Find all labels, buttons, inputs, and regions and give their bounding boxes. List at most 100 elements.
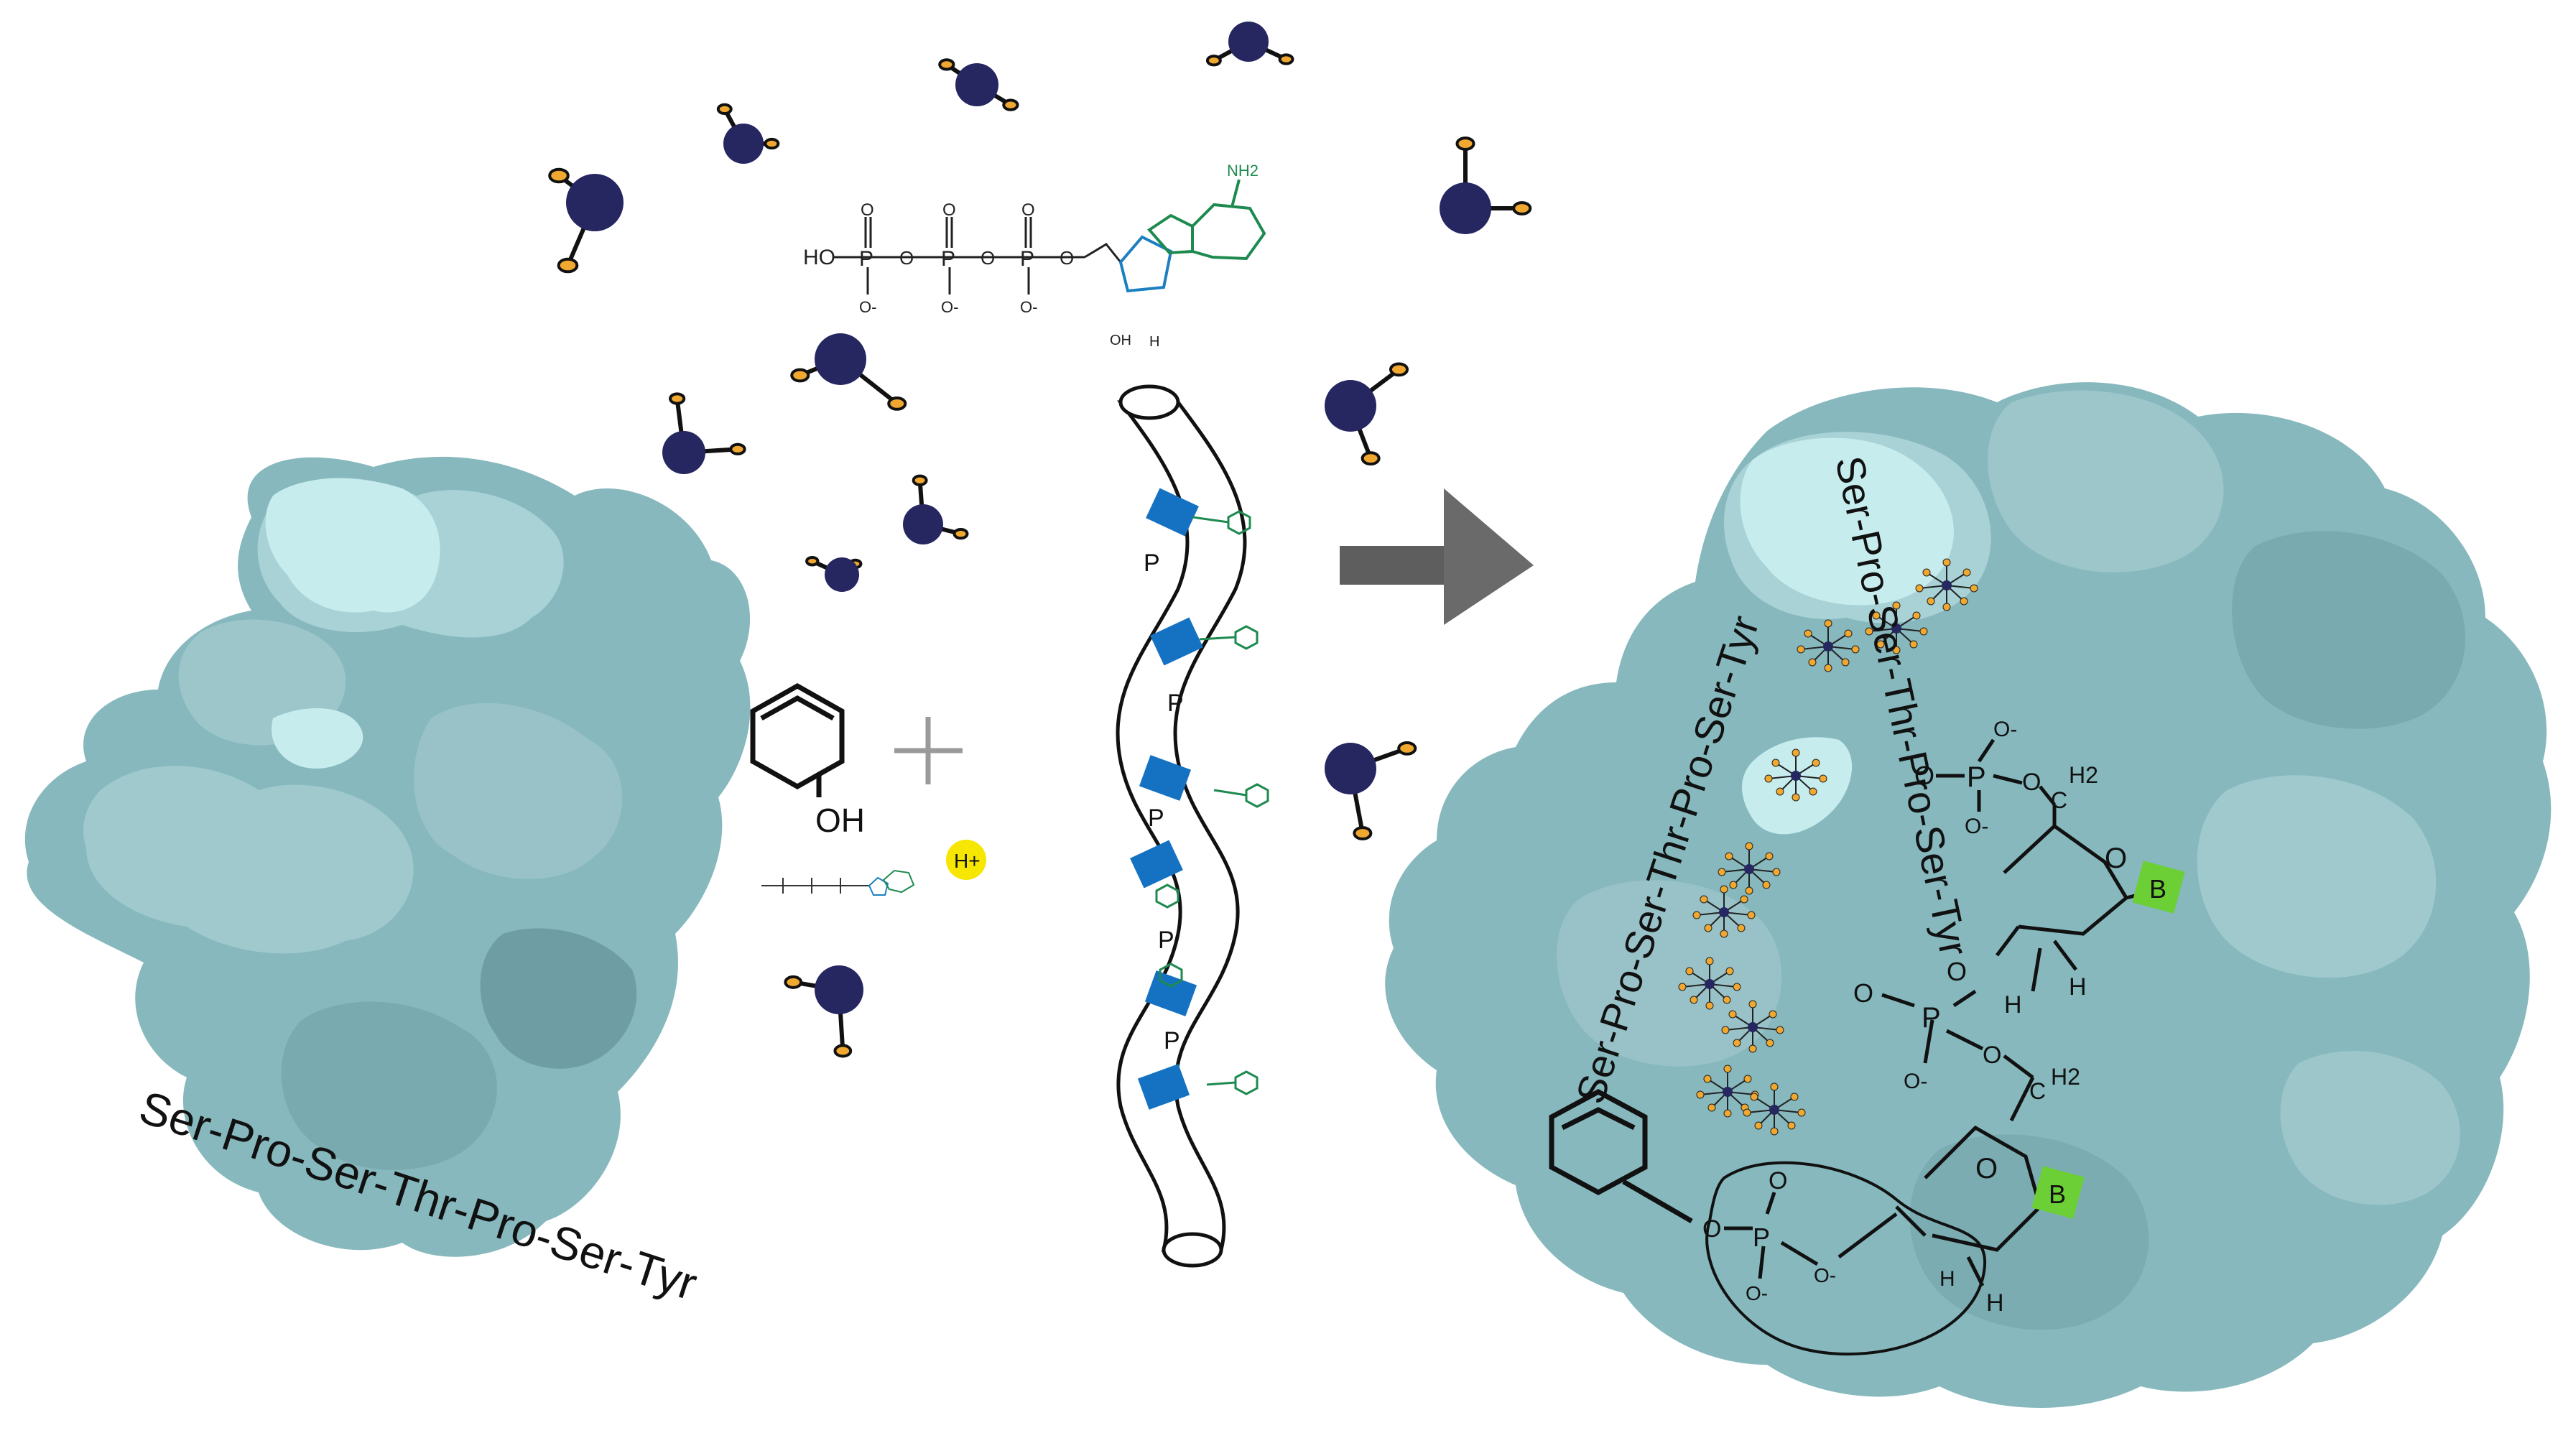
water-hydrogen bbox=[557, 257, 579, 274]
water-molecule bbox=[903, 474, 969, 544]
atp-adenine-ring-6 bbox=[1191, 203, 1266, 261]
cluster-atom bbox=[1725, 852, 1733, 861]
n-o-1: O bbox=[1914, 761, 1934, 790]
left-protein-highlight bbox=[265, 478, 440, 613]
atp-o-bridge-2: O bbox=[981, 247, 995, 269]
n-o-2c: O bbox=[1983, 1042, 2001, 1069]
n-p-1: P bbox=[1967, 761, 1986, 793]
right-protein-lobe-2 bbox=[1988, 390, 2224, 572]
np2-o-link bbox=[1952, 989, 1977, 1008]
proton-label: H+ bbox=[954, 850, 981, 872]
water-molecule bbox=[1325, 741, 1417, 840]
n-h-1b: H bbox=[2004, 991, 2022, 1019]
water-hydrogen bbox=[1512, 201, 1532, 215]
plus-sign bbox=[894, 717, 963, 784]
tube-base-1 bbox=[1227, 510, 1251, 535]
tube-block-6 bbox=[1137, 1064, 1190, 1110]
right-protein-lobe-5 bbox=[1557, 880, 1782, 1067]
tube-base-link-2 bbox=[1199, 636, 1236, 641]
water-hydrogen bbox=[833, 1044, 853, 1058]
base-box-2-rect bbox=[2031, 1166, 2085, 1219]
left-protein-highlight-2 bbox=[272, 708, 363, 769]
tube-base-2 bbox=[1234, 625, 1259, 650]
water-oxygen bbox=[1325, 743, 1376, 794]
tube-p-label-1: P bbox=[1144, 550, 1160, 577]
right-protein-lobe-3 bbox=[2232, 531, 2466, 729]
water-hydrogen bbox=[938, 58, 955, 71]
cluster-atom bbox=[1748, 1000, 1757, 1008]
mini-atp-ribose bbox=[868, 876, 889, 896]
tyrosine-inner-bonds bbox=[760, 695, 835, 721]
cluster-atom bbox=[1723, 1065, 1732, 1073]
water-hydrogen bbox=[1455, 136, 1475, 151]
np1-oc bbox=[2039, 785, 2056, 806]
water-oxygen bbox=[815, 965, 863, 1014]
n-c-1: C bbox=[2051, 787, 2067, 813]
right-protein-lobe-6 bbox=[1909, 1134, 2149, 1330]
n-h2-1: H2 bbox=[2069, 762, 2098, 788]
mini-atp-base bbox=[882, 869, 915, 894]
cluster-atom bbox=[1703, 1075, 1712, 1083]
atp-cluster bbox=[1721, 1000, 1784, 1053]
cluster-atom bbox=[1776, 787, 1784, 796]
mini-atp bbox=[761, 869, 915, 896]
right-protein-lobe-4 bbox=[2197, 775, 2437, 978]
atp-adenine-nh2-bond bbox=[1230, 179, 1241, 208]
tube-base-6 bbox=[1234, 1070, 1259, 1095]
atp-clusters bbox=[1678, 558, 1978, 1136]
cluster-atom bbox=[1690, 996, 1698, 1004]
cluster-atom bbox=[1743, 1075, 1752, 1083]
arrow-shaft bbox=[1340, 546, 1447, 585]
n-o-2a: O bbox=[1947, 957, 1967, 986]
tube-p-label-2: P bbox=[1167, 690, 1184, 717]
atp-ho-label: HO bbox=[803, 246, 835, 269]
atp-structure bbox=[833, 217, 1122, 295]
atp-cluster bbox=[1692, 885, 1756, 938]
cluster-core bbox=[1723, 1087, 1733, 1097]
cluster-atom bbox=[1733, 983, 1741, 991]
water-hydrogen bbox=[729, 442, 746, 455]
cluster-atom bbox=[1790, 1093, 1799, 1101]
n-ominus-3a: O- bbox=[1746, 1282, 1768, 1304]
atp-p-label-2: P bbox=[941, 247, 955, 271]
atp-ribose bbox=[1118, 235, 1173, 293]
water-oxygen bbox=[566, 174, 624, 231]
cluster-atom bbox=[1942, 558, 1951, 567]
cluster-atom bbox=[1705, 957, 1714, 965]
phenyl-ring bbox=[1549, 1089, 1648, 1195]
cluster-atom bbox=[1942, 603, 1951, 611]
water-molecule bbox=[790, 333, 907, 411]
water-molecule bbox=[548, 167, 624, 274]
tube-base-3 bbox=[1245, 783, 1269, 808]
tube-base-link-1 bbox=[1192, 516, 1229, 524]
water-molecule bbox=[1325, 362, 1409, 466]
n-p-2: P bbox=[1922, 1002, 1941, 1034]
cluster-atom bbox=[1764, 774, 1773, 783]
cluster-atom bbox=[1750, 1093, 1758, 1101]
cluster-atom bbox=[1824, 664, 1832, 672]
cluster-atom bbox=[1809, 787, 1817, 796]
cluster-atom bbox=[1797, 645, 1805, 654]
np3-po-up bbox=[1765, 1192, 1776, 1215]
right-protein-lobe-7 bbox=[2280, 1051, 2460, 1205]
cluster-core bbox=[1705, 979, 1715, 989]
tube-bottom-end bbox=[1162, 1232, 1223, 1268]
cluster-atom bbox=[1892, 601, 1901, 610]
cluster-atom bbox=[1787, 1121, 1796, 1130]
n-ominus-2: O- bbox=[1904, 1070, 1927, 1093]
np2-po-down bbox=[1923, 1019, 1934, 1064]
n-p-3: P bbox=[1753, 1223, 1770, 1252]
cluster-atom bbox=[1927, 597, 1935, 606]
tube-top-end bbox=[1118, 384, 1180, 420]
water-hydrogen bbox=[764, 137, 780, 150]
water-oxygen bbox=[815, 333, 866, 385]
cluster-atom bbox=[1700, 895, 1708, 904]
cluster-core bbox=[1719, 907, 1729, 917]
atp-cluster bbox=[1678, 957, 1741, 1010]
water-oxygen bbox=[1325, 380, 1376, 432]
nucleotide-labels: O P O- O- O H2 C O H H O O P O- O H2 C O… bbox=[1702, 718, 2127, 1317]
atp-h-label: H bbox=[1149, 334, 1159, 350]
cluster-atom bbox=[1797, 1108, 1806, 1117]
tube-p-label-3: P bbox=[1148, 804, 1164, 832]
atp-ominus-label-1: O- bbox=[859, 298, 876, 316]
